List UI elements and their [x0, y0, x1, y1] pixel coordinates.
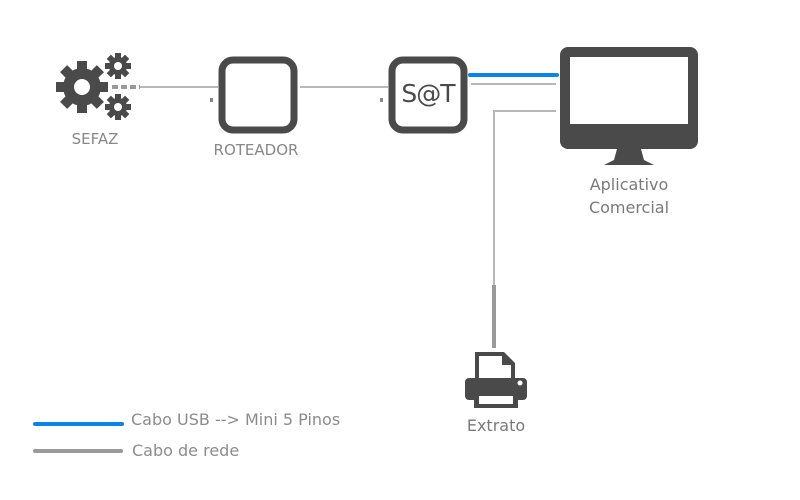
app-label-line2: Comercial: [588, 198, 670, 217]
legend-network-label: Cabo de rede: [132, 441, 240, 460]
monitor-icon: [560, 47, 698, 165]
sat-box-label: S@T: [401, 79, 455, 108]
roteador-label: ROTEADOR: [213, 141, 299, 159]
cable-marker: [210, 98, 213, 102]
sefaz-label: SEFAZ: [71, 130, 119, 148]
router-box-icon: [218, 56, 298, 134]
printer-icon: [465, 352, 527, 408]
cable-app-printer: [493, 110, 556, 285]
printer-label: Extrato: [466, 416, 526, 435]
legend-usb-label: Cabo USB --> Mini 5 Pinos: [131, 410, 341, 429]
cable-marker: [380, 98, 383, 102]
app-label-line1: Aplicativo: [589, 175, 669, 194]
sat-box-icon: [388, 56, 468, 134]
